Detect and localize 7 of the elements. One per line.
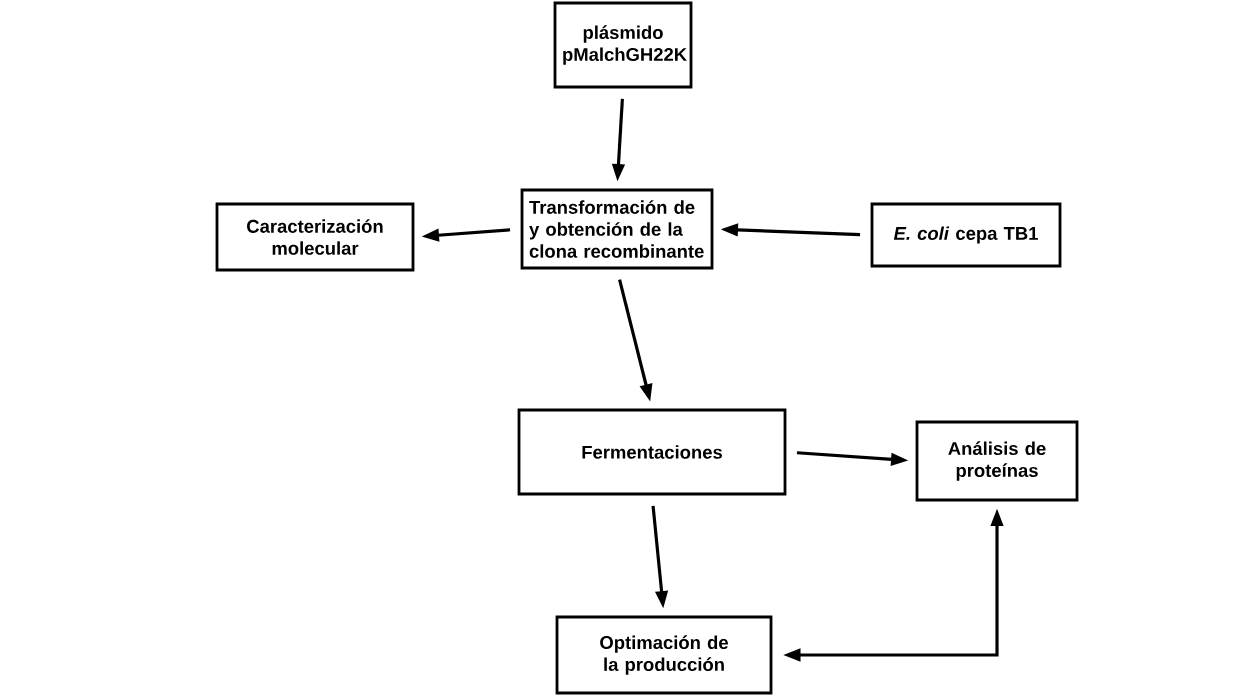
process-box: Transformación de y obtención de la clona recombinante xyxy=(520,188,714,270)
process-box: E. coli cepa TB1 xyxy=(870,202,1062,268)
process-box: Caracterización molecular xyxy=(215,202,415,272)
process-box: Fermentaciones xyxy=(517,408,787,496)
process-box: plásmido pMalchGH22K xyxy=(553,1,693,89)
process-box: Análisis de proteínas xyxy=(915,420,1079,502)
process-box: Optimación de la producción xyxy=(555,615,773,695)
